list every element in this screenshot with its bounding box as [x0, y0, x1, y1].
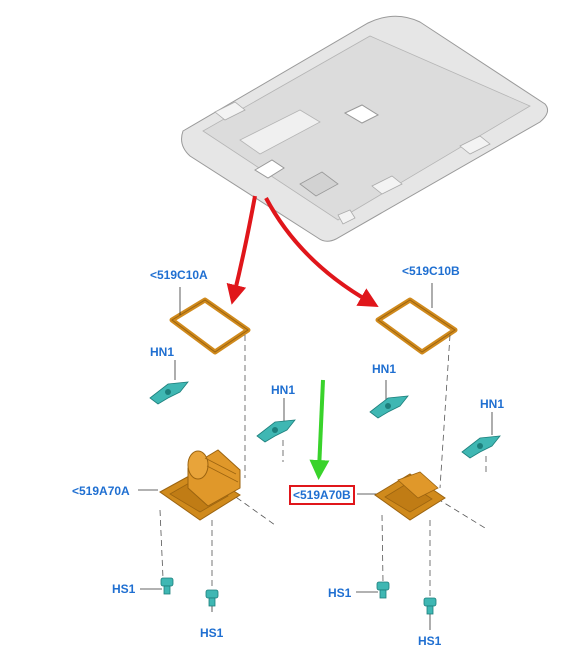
label-hs1[interactable]: HS1 — [112, 582, 136, 596]
overhead-console-icon — [374, 471, 446, 521]
label-519c10b[interactable]: <519C10B — [402, 264, 460, 278]
label-519a70b-highlighted[interactable]: <519A70B — [289, 485, 355, 505]
label-hn1[interactable]: HN1 — [480, 397, 505, 411]
overhead-console-icon — [159, 449, 241, 521]
red-arrow-left-icon — [226, 195, 257, 305]
retainer-clip-icon — [149, 381, 189, 405]
screw-icon — [160, 577, 174, 595]
red-arrow-right-icon — [264, 197, 379, 307]
retainer-clip-icon — [461, 435, 501, 459]
label-hs1[interactable]: HS1 — [418, 634, 442, 648]
retainer-clip-icon — [256, 419, 296, 443]
green-arrow-icon — [309, 379, 330, 480]
label-hn1[interactable]: HN1 — [150, 345, 175, 359]
roof-headliner-icon — [181, 15, 549, 242]
label-519c10a[interactable]: <519C10A — [150, 268, 208, 282]
screw-icon — [376, 581, 390, 599]
retainer-clip-icon — [369, 395, 409, 419]
screw-icon — [423, 597, 437, 615]
frame-gasket-icon — [375, 297, 458, 355]
frame-gasket-icon — [169, 297, 251, 355]
screw-icon — [205, 589, 219, 607]
label-hs1[interactable]: HS1 — [328, 586, 352, 600]
label-hs1[interactable]: HS1 — [200, 626, 224, 640]
label-519a70a[interactable]: <519A70A — [72, 484, 130, 498]
label-hn1[interactable]: HN1 — [372, 362, 397, 376]
label-hn1[interactable]: HN1 — [271, 383, 296, 397]
